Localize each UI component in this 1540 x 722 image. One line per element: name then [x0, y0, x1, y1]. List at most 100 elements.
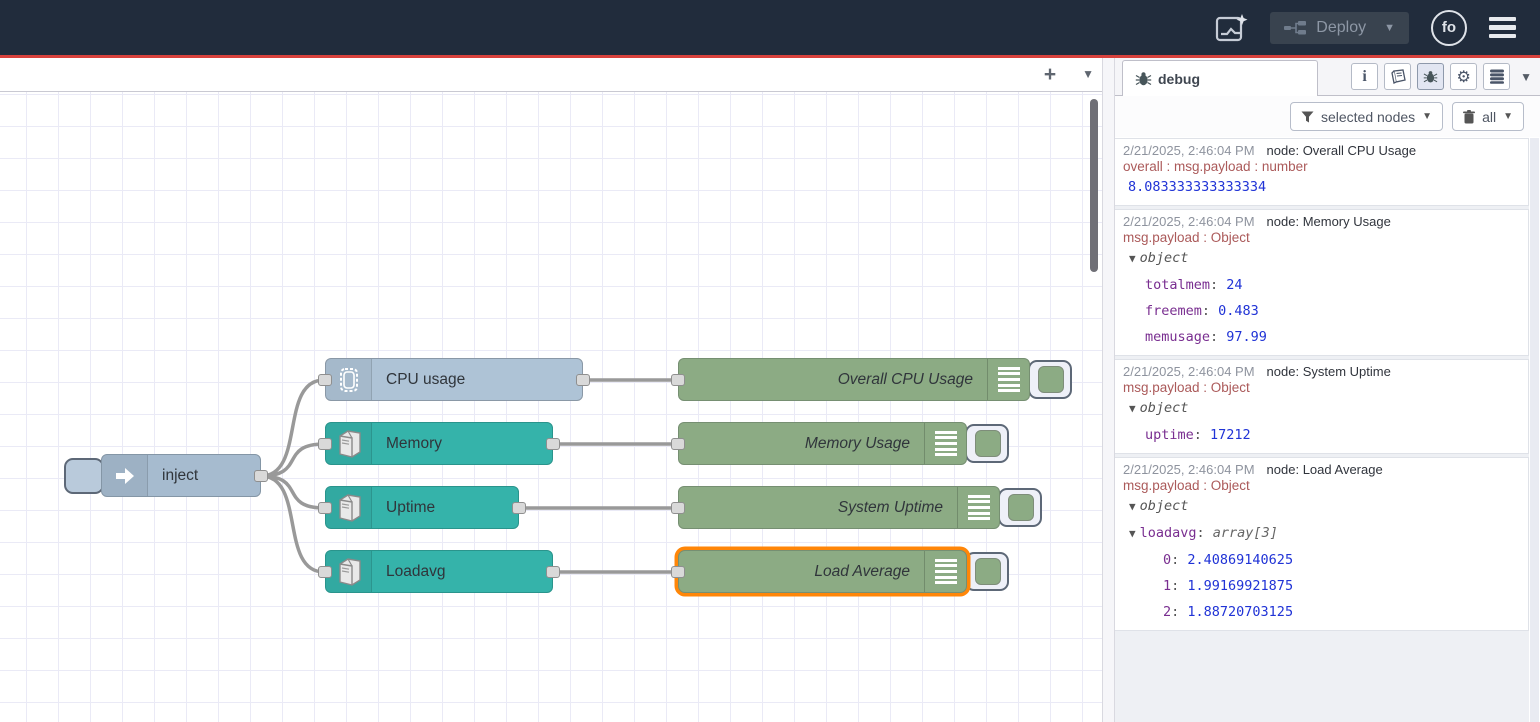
- debug-sidebar: debug i: [1115, 58, 1540, 722]
- computer-tower-icon: [326, 487, 372, 528]
- debug-toggle-button[interactable]: [965, 552, 1009, 591]
- debug-toggle-button[interactable]: [1028, 360, 1072, 399]
- port-input[interactable]: [671, 502, 685, 514]
- deploy-label: Deploy: [1316, 19, 1366, 37]
- property-row: uptime: 17212: [1123, 422, 1520, 448]
- port-input[interactable]: [318, 438, 332, 450]
- port-output[interactable]: [512, 502, 526, 514]
- debug-message[interactable]: 2/21/2025, 2:46:04 PM node: System Uptim…: [1115, 359, 1529, 454]
- database-icon: [1489, 69, 1505, 84]
- debug-toolbar: selected nodes ▼ all ▼: [1115, 96, 1540, 137]
- wire-layer: [0, 92, 1102, 722]
- trash-icon: [1463, 110, 1475, 124]
- node-loadavg[interactable]: Loadavg: [325, 550, 553, 593]
- port-output[interactable]: [576, 374, 590, 386]
- info-icon: i: [1362, 68, 1366, 86]
- port-input[interactable]: [318, 374, 332, 386]
- node-memory[interactable]: Memory: [325, 422, 553, 465]
- debug-filter-label: selected nodes: [1321, 109, 1415, 125]
- inject-trigger-button[interactable]: [64, 458, 104, 494]
- tab-debug-button[interactable]: [1417, 63, 1444, 90]
- flow-canvas[interactable]: inject CPU usage: [0, 92, 1102, 722]
- ai-flow-icon: [1214, 12, 1248, 44]
- tab-debug-label: debug: [1158, 71, 1200, 87]
- workspace: + ▼ inject: [0, 58, 1102, 722]
- wire[interactable]: [261, 476, 324, 508]
- message-value: 8.083333333333334: [1123, 174, 1520, 200]
- flow-list-caret-icon[interactable]: ▼: [1082, 67, 1094, 81]
- deploy-button[interactable]: Deploy ▼: [1270, 12, 1409, 44]
- debug-toggle-button[interactable]: [965, 424, 1009, 463]
- main-menu-icon[interactable]: [1489, 17, 1516, 39]
- add-flow-button[interactable]: +: [1038, 63, 1062, 87]
- port-input[interactable]: [318, 502, 332, 514]
- port-output[interactable]: [254, 470, 268, 482]
- debug-output-icon: [957, 487, 999, 528]
- port-output[interactable]: [546, 438, 560, 450]
- debug-message-list[interactable]: 2/21/2025, 2:46:04 PM node: Overall CPU …: [1115, 138, 1529, 722]
- message-timestamp: 2/21/2025, 2:46:04 PM: [1123, 462, 1255, 477]
- collapse-caret-icon[interactable]: ▼: [1129, 500, 1136, 513]
- port-output[interactable]: [546, 566, 560, 578]
- message-source-node: node: System Uptime: [1267, 364, 1391, 379]
- node-debug-load-average[interactable]: Load Average: [678, 550, 967, 593]
- array-row[interactable]: ▼loadavg: array[3]: [1123, 520, 1520, 547]
- debug-clear-label: all: [1482, 109, 1496, 125]
- canvas-vertical-scrollbar[interactable]: [1090, 99, 1098, 272]
- user-avatar[interactable]: fo: [1431, 10, 1467, 46]
- collapse-caret-icon[interactable]: ▼: [1129, 527, 1136, 540]
- tab-context-button[interactable]: [1483, 63, 1510, 90]
- filter-funnel-icon: [1301, 111, 1314, 123]
- tab-info-button[interactable]: i: [1351, 63, 1378, 90]
- node-debug-overall-cpu[interactable]: Overall CPU Usage: [678, 358, 1030, 401]
- tab-debug[interactable]: debug: [1122, 60, 1318, 96]
- debug-message[interactable]: 2/21/2025, 2:46:04 PM node: Load Average…: [1115, 457, 1529, 631]
- message-timestamp: 2/21/2025, 2:46:04 PM: [1123, 364, 1255, 379]
- debug-output-icon: [924, 551, 966, 592]
- cpu-chip-icon: [326, 359, 372, 400]
- debug-message[interactable]: 2/21/2025, 2:46:04 PM node: Overall CPU …: [1115, 138, 1529, 206]
- flow-tab-bar: + ▼: [0, 58, 1102, 92]
- filter-caret-icon: ▼: [1422, 111, 1432, 122]
- object-row[interactable]: ▼object: [1123, 395, 1520, 422]
- wire[interactable]: [261, 444, 324, 476]
- array-item-row: 2: 1.88720703125: [1123, 599, 1520, 625]
- debug-clear-dropdown[interactable]: all ▼: [1452, 102, 1524, 131]
- node-debug-uptime[interactable]: System Uptime: [678, 486, 1000, 529]
- message-timestamp: 2/21/2025, 2:46:04 PM: [1123, 143, 1255, 158]
- port-input[interactable]: [671, 374, 685, 386]
- debug-message[interactable]: 2/21/2025, 2:46:04 PM node: Memory Usage…: [1115, 209, 1529, 356]
- sidebar-splitter[interactable]: [1102, 58, 1115, 722]
- sidebar-scrollbar[interactable]: [1530, 138, 1539, 722]
- message-property: overall : msg.payload : number: [1123, 159, 1520, 174]
- node-uptime[interactable]: Uptime: [325, 486, 519, 529]
- object-row[interactable]: ▼object: [1123, 245, 1520, 272]
- book-icon: [1390, 69, 1406, 84]
- node-cpu-usage[interactable]: CPU usage: [325, 358, 583, 401]
- tab-help-button[interactable]: [1384, 63, 1411, 90]
- node-inject[interactable]: inject: [101, 454, 261, 497]
- sidebar-tabs-caret-icon[interactable]: ▼: [1520, 70, 1532, 84]
- port-input[interactable]: [671, 566, 685, 578]
- message-property: msg.payload : Object: [1123, 478, 1520, 493]
- collapse-caret-icon[interactable]: ▼: [1129, 402, 1136, 415]
- port-input[interactable]: [318, 566, 332, 578]
- debug-filter-dropdown[interactable]: selected nodes ▼: [1290, 102, 1443, 131]
- bug-icon: [1423, 70, 1438, 84]
- ai-assist-button[interactable]: [1214, 12, 1248, 44]
- tab-config-button[interactable]: ⚙: [1450, 63, 1477, 90]
- collapse-caret-icon[interactable]: ▼: [1129, 252, 1136, 265]
- deploy-icon: [1284, 21, 1306, 35]
- bug-icon: [1135, 71, 1152, 87]
- computer-tower-icon: [326, 551, 372, 592]
- object-row[interactable]: ▼object: [1123, 493, 1520, 520]
- array-item-row: 0: 2.40869140625: [1123, 547, 1520, 573]
- clear-caret-icon: ▼: [1503, 111, 1513, 122]
- port-input[interactable]: [671, 438, 685, 450]
- message-property: msg.payload : Object: [1123, 380, 1520, 395]
- header-bar: Deploy ▼ fo: [0, 0, 1540, 55]
- deploy-options-caret-icon[interactable]: ▼: [1384, 22, 1395, 34]
- node-debug-memory[interactable]: Memory Usage: [678, 422, 967, 465]
- sidebar-tab-icons: i: [1351, 63, 1532, 90]
- debug-toggle-button[interactable]: [998, 488, 1042, 527]
